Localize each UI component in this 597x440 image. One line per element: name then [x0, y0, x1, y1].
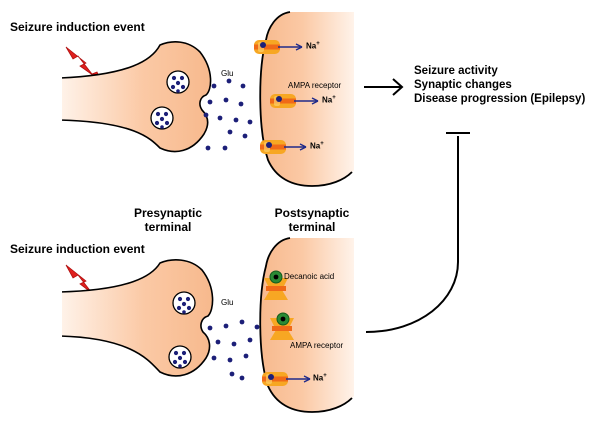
- ampa-receptor-label-bottom: AMPA receptor: [290, 341, 344, 350]
- synaptic-vesicle: [172, 291, 196, 315]
- synaptic-vesicle: [168, 345, 192, 369]
- glutamate-molecules: [203, 78, 253, 151]
- sodium-ion-label: Na+: [322, 95, 336, 105]
- ampa-receptor-icon: [260, 140, 307, 154]
- inhibition-connector: [365, 132, 470, 333]
- activation-arrow: [364, 78, 404, 96]
- glutamate-molecules: [207, 319, 260, 381]
- glu-label-top: Glu: [221, 69, 234, 78]
- synaptic-vesicle: [150, 106, 174, 130]
- ampa-receptor-icon: [270, 94, 319, 108]
- decanoic-acid-bound-receptor: [270, 312, 294, 340]
- sodium-ion-label: Na+: [313, 373, 327, 383]
- decanoic-acid-bound-receptor: [264, 270, 288, 300]
- decanoic-acid-label: Decanoic acid: [284, 272, 335, 281]
- seizure-event-label-top: Seizure induction event: [10, 20, 145, 34]
- seizure-event-label-bottom: Seizure induction event: [10, 242, 145, 256]
- lightning-icon: [65, 46, 102, 83]
- presynaptic-terminal-top: [59, 41, 212, 153]
- postsynaptic-terminal-label: Postsynaptic terminal: [274, 206, 350, 234]
- presynaptic-terminal-label: Presynaptic terminal: [133, 206, 203, 234]
- glu-label-bottom: Glu: [221, 298, 234, 307]
- ampa-receptor-icon: [262, 372, 311, 386]
- outcome-synaptic-changes: Synaptic changes: [414, 79, 512, 91]
- ampa-receptor-label-top: AMPA receptor: [288, 81, 342, 90]
- outcome-seizure-activity: Seizure activity: [414, 65, 498, 77]
- sodium-ion-label: Na+: [306, 41, 320, 51]
- synaptic-vesicle: [166, 70, 190, 94]
- ampa-receptor-icon: [254, 40, 303, 54]
- outcome-disease-progression: Disease progression (Epilepsy): [414, 93, 586, 105]
- bottom-panel: [40, 132, 470, 413]
- top-panel: [40, 11, 404, 187]
- sodium-ion-label: Na+: [310, 141, 324, 151]
